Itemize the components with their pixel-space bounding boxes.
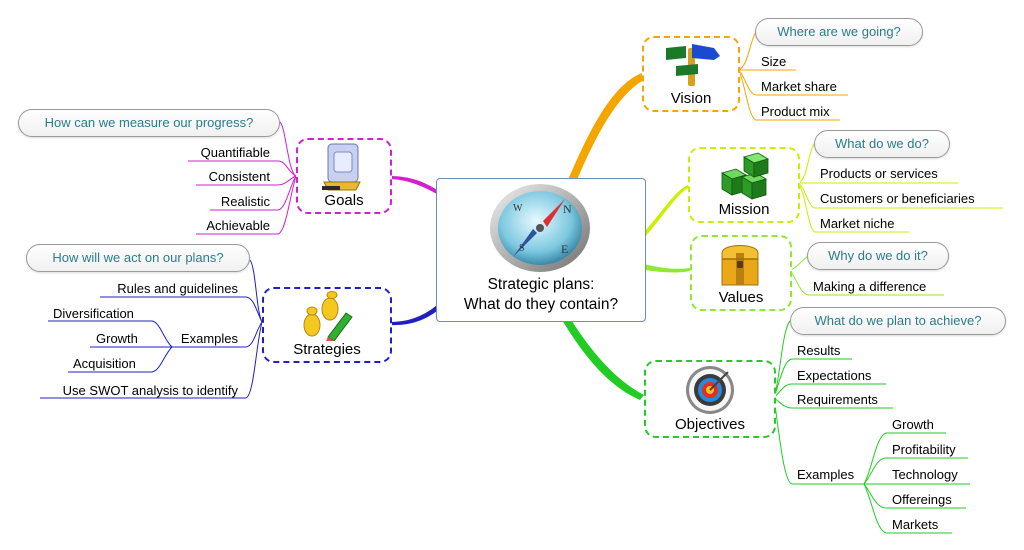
- gauge-meter-icon: [322, 143, 361, 191]
- branch-mission: [644, 185, 688, 238]
- question-values[interactable]: Why do we do it?: [807, 242, 949, 270]
- branch-vision: [568, 73, 648, 182]
- strategies-example[interactable]: Acquisition: [73, 356, 136, 371]
- mission-item[interactable]: Products or services: [820, 166, 938, 181]
- objectives-example[interactable]: Technology: [892, 467, 958, 482]
- objectives-example[interactable]: Profitability: [892, 442, 956, 457]
- topic-title: Objectives: [674, 416, 746, 433]
- strategies-example[interactable]: Growth: [96, 331, 138, 346]
- central-title-line1: Strategic plans:: [487, 276, 595, 293]
- goals-item[interactable]: Quantifiable: [200, 145, 270, 160]
- branch-values: [644, 264, 690, 273]
- strategies-item[interactable]: Rules and guidelines: [117, 281, 238, 296]
- footprints-pencil-icon: [303, 291, 353, 341]
- topic-vision[interactable]: Vision: [642, 36, 740, 112]
- topic-objectives[interactable]: Objectives: [644, 360, 776, 438]
- svg-text:W: W: [513, 203, 523, 214]
- objectives-item[interactable]: Results: [797, 343, 841, 358]
- goals-item[interactable]: Achievable: [206, 218, 270, 233]
- objectives-examples-label[interactable]: Examples: [797, 467, 855, 482]
- objectives-example[interactable]: Markets: [892, 517, 939, 532]
- topic-goals[interactable]: Goals: [296, 138, 392, 214]
- topic-title: Goals: [324, 192, 364, 209]
- central-topic[interactable]: N E W S Strategic plans: What do they co…: [436, 178, 646, 322]
- objectives-item[interactable]: Expectations: [797, 368, 872, 383]
- goals-item[interactable]: Realistic: [220, 194, 270, 209]
- topic-title: Mission: [718, 201, 770, 218]
- topic-mission[interactable]: Mission: [688, 147, 800, 223]
- svg-text:E: E: [561, 242, 568, 256]
- topic-title: Values: [718, 289, 764, 306]
- objectives-item[interactable]: Requirements: [797, 392, 878, 407]
- vision-item[interactable]: Size: [761, 54, 787, 69]
- topic-title: Vision: [670, 90, 712, 107]
- branch-goals: [390, 176, 437, 194]
- topic-strategies[interactable]: Strategies: [262, 287, 392, 363]
- question-vision[interactable]: Where are we going?: [755, 18, 923, 46]
- svg-text:S: S: [519, 243, 525, 254]
- vision-item[interactable]: Product mix: [761, 104, 830, 119]
- central-title-line2: What do they contain?: [463, 296, 619, 313]
- target-icon: [686, 366, 734, 414]
- compass-icon: N E W S: [490, 184, 590, 272]
- values-item[interactable]: Making a difference: [813, 279, 927, 294]
- signpost-icon: [666, 44, 720, 86]
- question-goals[interactable]: How can we measure our progress?: [18, 109, 280, 137]
- goals-item[interactable]: Consistent: [208, 169, 270, 184]
- branch-objectives: [562, 318, 644, 400]
- branch-strategies: [390, 305, 437, 326]
- strategies-example[interactable]: Diversification: [53, 306, 134, 321]
- mission-item[interactable]: Customers or beneficiaries: [820, 191, 975, 206]
- mission-item[interactable]: Market niche: [820, 216, 895, 231]
- strategies-examples-label[interactable]: Examples: [180, 331, 238, 346]
- vision-item[interactable]: Market share: [761, 79, 837, 94]
- strategies-item[interactable]: Use SWOT analysis to identify: [62, 383, 238, 398]
- objectives-example[interactable]: Offereings: [892, 492, 952, 507]
- treasure-chest-icon: [721, 245, 759, 286]
- question-mission[interactable]: What do we do?: [814, 130, 950, 158]
- topic-title: Strategies: [293, 341, 361, 358]
- cubes-icon: [721, 152, 769, 200]
- topic-values[interactable]: Values: [690, 235, 792, 311]
- central-title: Strategic plans: What do they contain?: [437, 275, 645, 315]
- question-strategies[interactable]: How will we act on our plans?: [26, 244, 250, 272]
- svg-text:N: N: [563, 202, 572, 216]
- question-objectives[interactable]: What do we plan to achieve?: [790, 307, 1006, 335]
- objectives-example[interactable]: Growth: [892, 417, 934, 432]
